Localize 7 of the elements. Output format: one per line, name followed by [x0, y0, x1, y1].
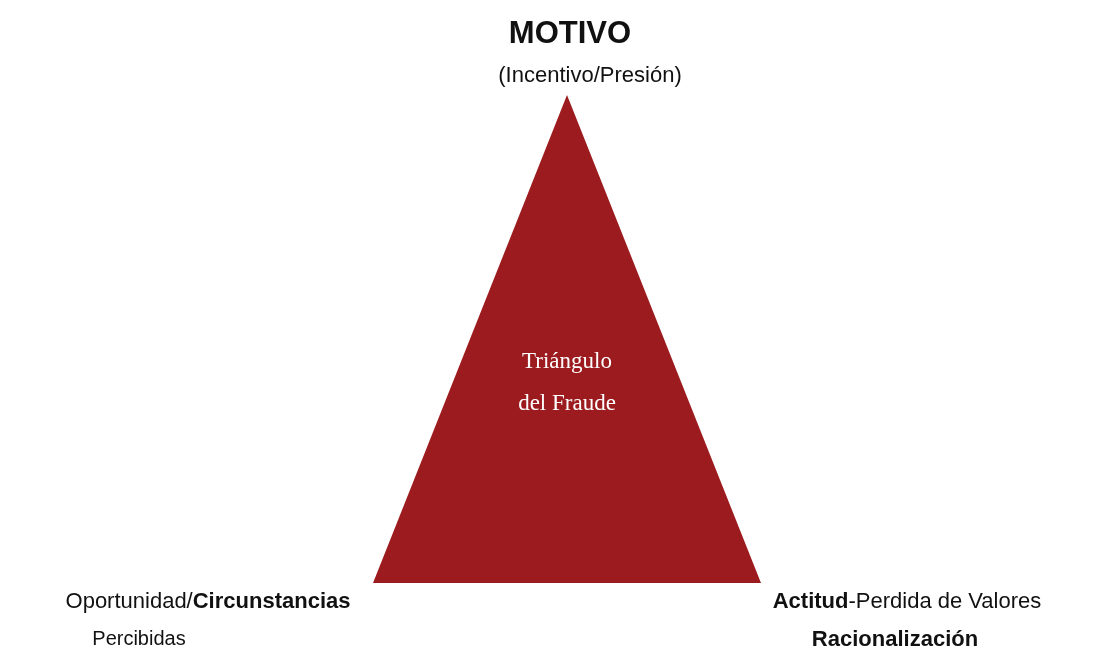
- corner-label: Oportunidad/Circunstancias: [65, 588, 351, 615]
- corner-label: Actitud-Perdida de Valores: [772, 588, 1042, 615]
- triangle-label: Triángulo del Fraude: [517, 347, 617, 417]
- corner-label: Racionalización: [811, 626, 979, 653]
- corner-label: MOTIVO: [508, 14, 632, 52]
- corner-label: (Incentivo/Presión): [498, 62, 682, 89]
- corner-label: Percibidas: [92, 626, 186, 650]
